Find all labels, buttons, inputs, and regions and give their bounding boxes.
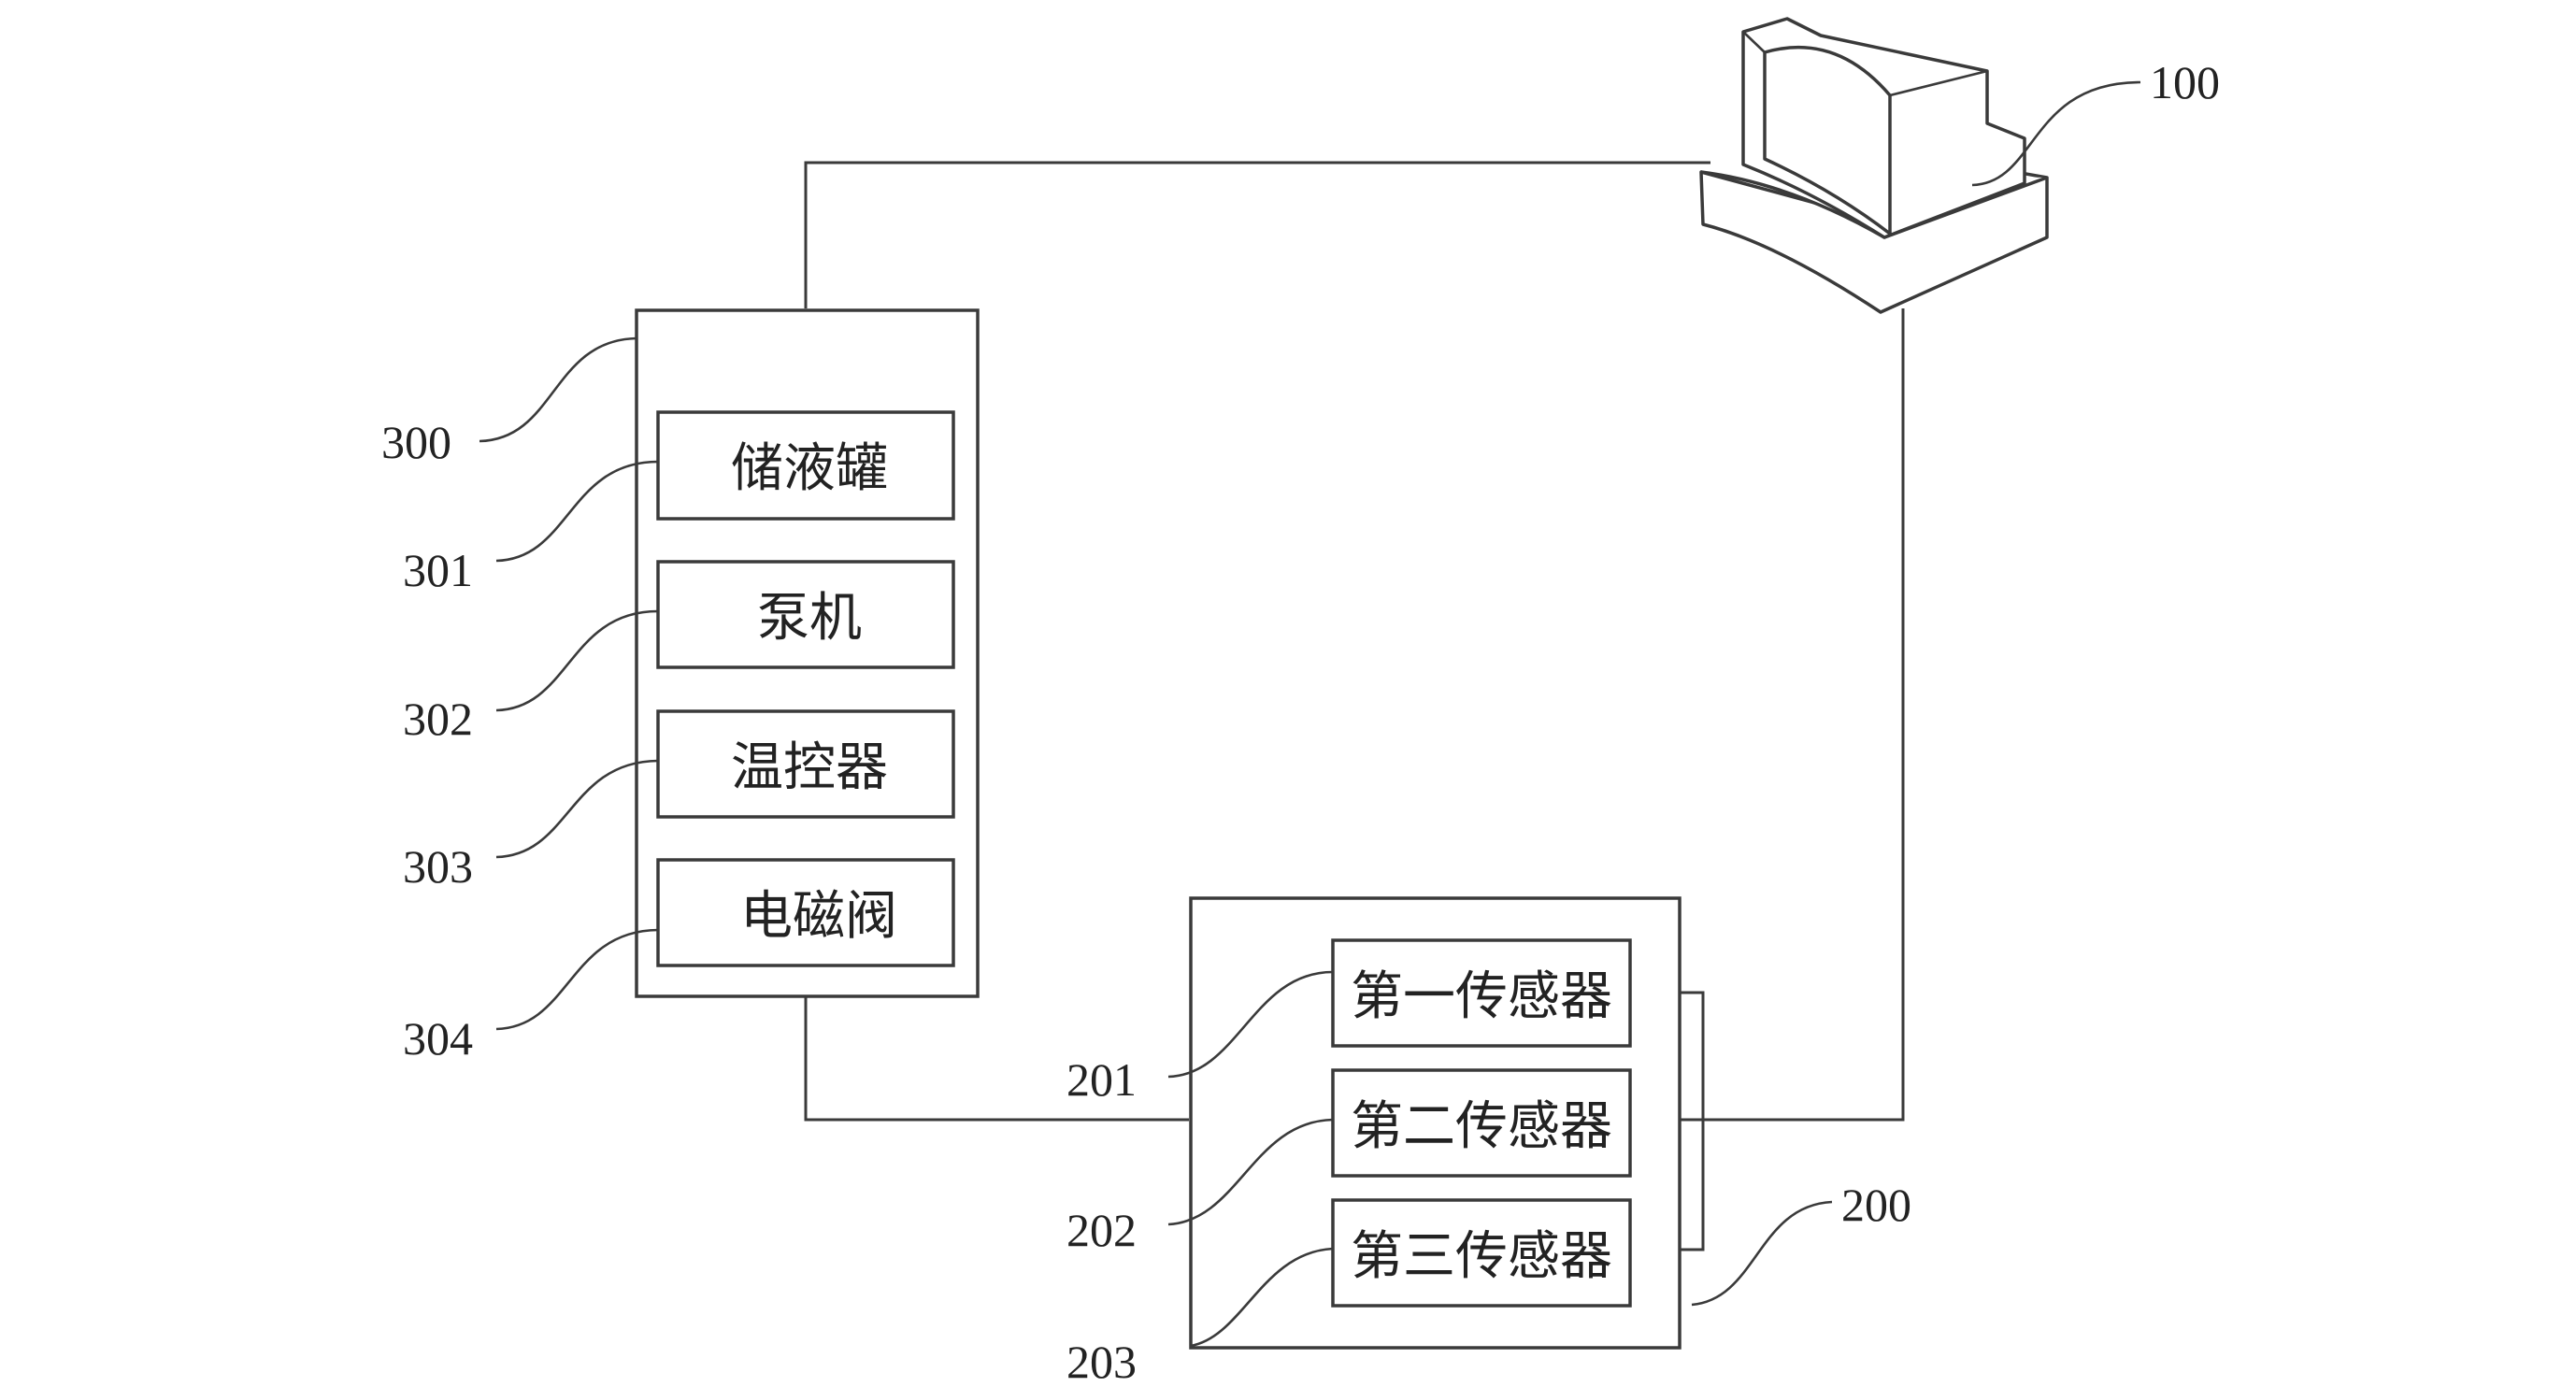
line-computer-to-unit300 (804, 161, 1710, 308)
label-200: 200 (1841, 1179, 1911, 1231)
leader-201 (1167, 970, 1334, 1079)
leader-303 (495, 759, 659, 859)
sensor-third-label: 第三传感器 (1351, 1226, 1612, 1287)
leader-203 (1190, 1247, 1334, 1348)
leader-302 (495, 609, 659, 712)
pump-label: 泵机 (757, 588, 862, 649)
sensor-first-label: 第一传感器 (1351, 966, 1612, 1027)
label-202: 202 (1066, 1204, 1137, 1256)
label-300: 300 (381, 416, 451, 468)
label-201: 201 (1066, 1053, 1137, 1106)
computer-icon (1699, 17, 2049, 314)
sensor-second-label: 第二传感器 (1351, 1096, 1612, 1157)
reference-numerals: 100 300 301 302 303 304 201 202 203 200 (381, 56, 2220, 1387)
valve-label: 电磁阀 (740, 886, 897, 947)
leader-100 (1971, 80, 2141, 187)
leader-304 (495, 928, 659, 1031)
leader-300 (479, 336, 637, 443)
computer-screen (1763, 45, 1892, 236)
label-301: 301 (403, 544, 473, 596)
line-unit300-to-unit200 (804, 996, 1189, 1122)
thermostat-box: 温控器 (656, 709, 955, 819)
leader-lines (479, 80, 2141, 1348)
sensor-second-box: 第二传感器 (1331, 1068, 1632, 1178)
leader-301 (495, 460, 659, 563)
label-303: 303 (403, 840, 473, 893)
leader-200 (1691, 1200, 1833, 1307)
line-computer-to-unit200 (1630, 308, 1905, 1122)
thermostat-label: 温控器 (731, 737, 888, 798)
tank-label: 储液罐 (731, 438, 888, 499)
sensor-third-box: 第三传感器 (1331, 1198, 1632, 1308)
valve-box: 电磁阀 (656, 858, 955, 967)
label-302: 302 (403, 693, 473, 745)
pump-box: 泵机 (656, 560, 955, 669)
tank-box: 储液罐 (656, 410, 955, 521)
label-203: 203 (1066, 1336, 1137, 1387)
label-304: 304 (403, 1012, 473, 1065)
sensor-first-box: 第一传感器 (1331, 938, 1632, 1048)
leader-202 (1167, 1118, 1334, 1226)
label-100: 100 (2150, 56, 2220, 108)
